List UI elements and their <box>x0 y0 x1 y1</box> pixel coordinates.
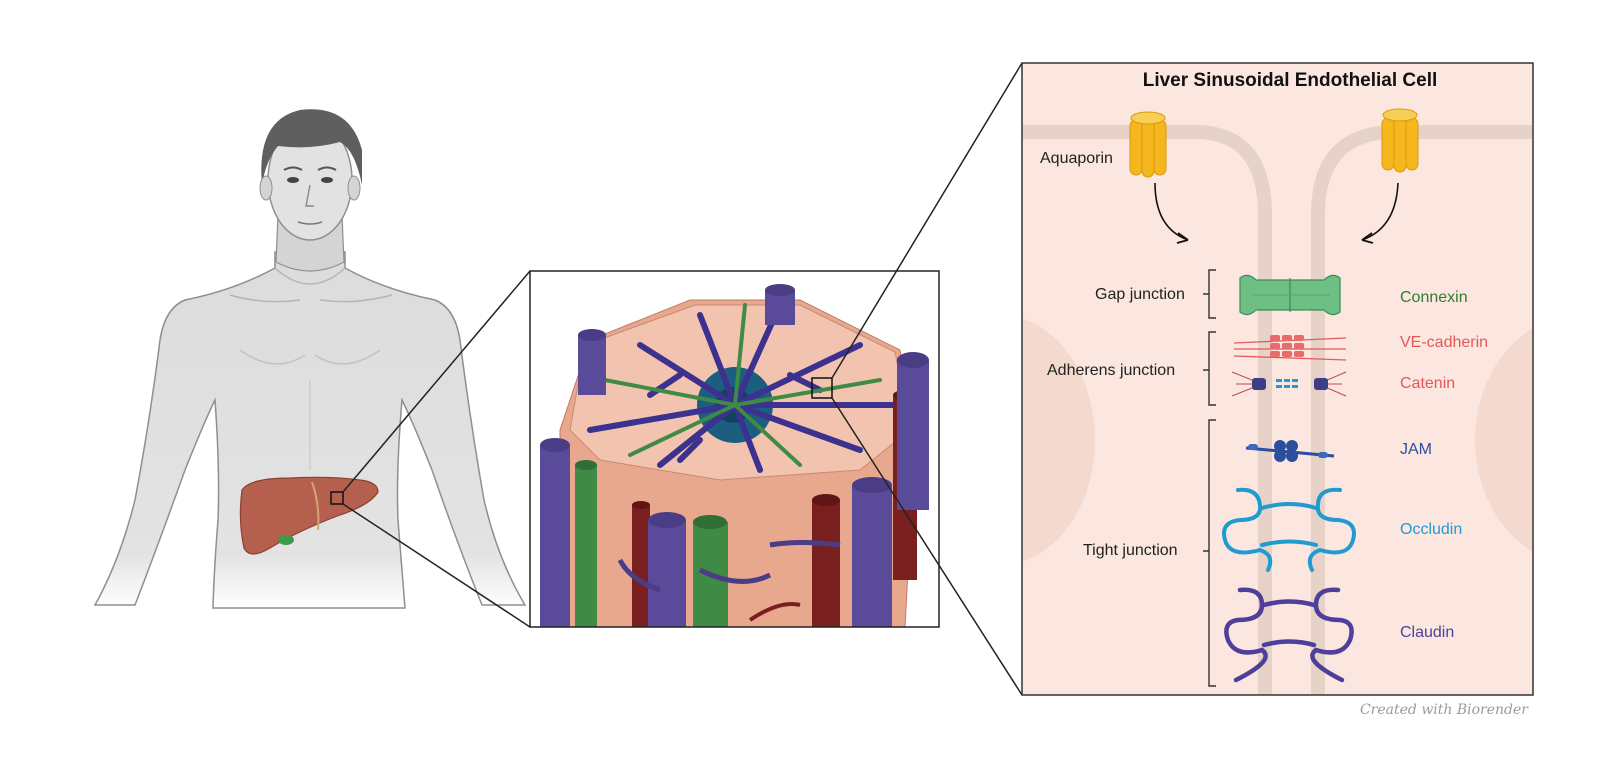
ve-cadherin-icon <box>1233 335 1347 361</box>
label-jam: JAM <box>1400 441 1432 458</box>
occludin-icon <box>1222 487 1356 572</box>
lobule-vessels <box>540 284 929 627</box>
catenin-icon <box>1231 371 1347 397</box>
junction-brackets <box>1203 269 1216 687</box>
label-connexin: Connexin <box>1400 289 1468 306</box>
connexin-icon <box>1239 274 1341 316</box>
aquaporin-right-icon <box>1381 108 1419 173</box>
liver-zoom-marker <box>330 491 344 505</box>
label-tight-junction: Tight junction <box>1083 542 1178 559</box>
label-ve-cadherin: VE-cadherin <box>1400 334 1489 351</box>
lobule-zoom-marker <box>811 377 833 399</box>
liver-lobule-illustration <box>529 270 940 628</box>
hair <box>261 109 362 185</box>
label-adherens-junction: Adherens junction <box>1047 362 1176 379</box>
label-claudin: Claudin <box>1400 624 1455 641</box>
cell-panel-frame <box>1021 62 1534 696</box>
human-torso-illustration <box>93 109 527 609</box>
cell-junction-panel <box>1021 62 1534 696</box>
label-aquaporin: Aquaporin <box>1040 150 1113 167</box>
label-gap-junction: Gap junction <box>1095 286 1185 303</box>
lobule-frame <box>529 270 940 628</box>
label-catenin: Catenin <box>1400 375 1456 392</box>
claudin-icon <box>1224 587 1354 683</box>
label-occludin: Occludin <box>1400 521 1463 538</box>
biorender-credit: Created with Biorender <box>1359 702 1528 718</box>
aquaporin-right-arrow-icon <box>1361 182 1399 241</box>
panel-title: Liver Sinusoidal Endothelial Cell <box>1142 70 1438 91</box>
jam-icon <box>1245 440 1335 462</box>
gallbladder <box>278 535 294 545</box>
aquaporin-left-arrow-icon <box>1154 182 1189 241</box>
aquaporin-left-icon <box>1129 111 1167 178</box>
